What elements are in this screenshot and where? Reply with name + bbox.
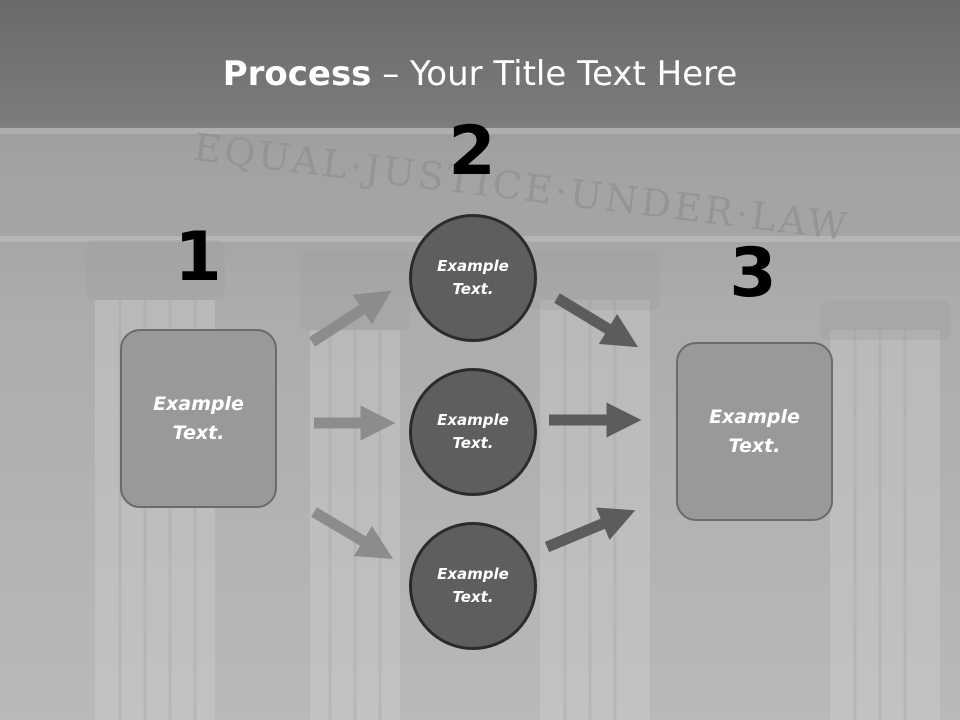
title-rest: – Your Title Text Here (371, 54, 738, 94)
step-2-circle-2[interactable]: Example Text. (409, 368, 537, 496)
step-3-text: Example Text. (709, 405, 800, 457)
arrow-up-left (309, 290, 392, 347)
step-2-circle-2-text: Example Text. (437, 411, 509, 452)
step-2-circle-3[interactable]: Example Text. (409, 522, 537, 650)
arrow-down-right (554, 293, 639, 348)
step-number-3: 3 (729, 234, 777, 313)
slide-title: Process – Your Title Text Here (0, 50, 960, 98)
step-2-circle-3-text: Example Text. (437, 565, 509, 606)
step-1-box[interactable]: Example Text. (120, 329, 277, 508)
arrow-down-left (311, 507, 394, 559)
step-number-2: 2 (448, 112, 496, 191)
step-3-box[interactable]: Example Text. (676, 342, 833, 521)
step-number-1: 1 (174, 218, 222, 297)
title-bold: Process (222, 54, 372, 94)
step-2-circle-1[interactable]: Example Text. (409, 214, 537, 342)
step-2-circle-1-text: Example Text. (437, 257, 509, 298)
arrow-up-right (544, 507, 636, 553)
step-1-text: Example Text. (153, 392, 244, 444)
